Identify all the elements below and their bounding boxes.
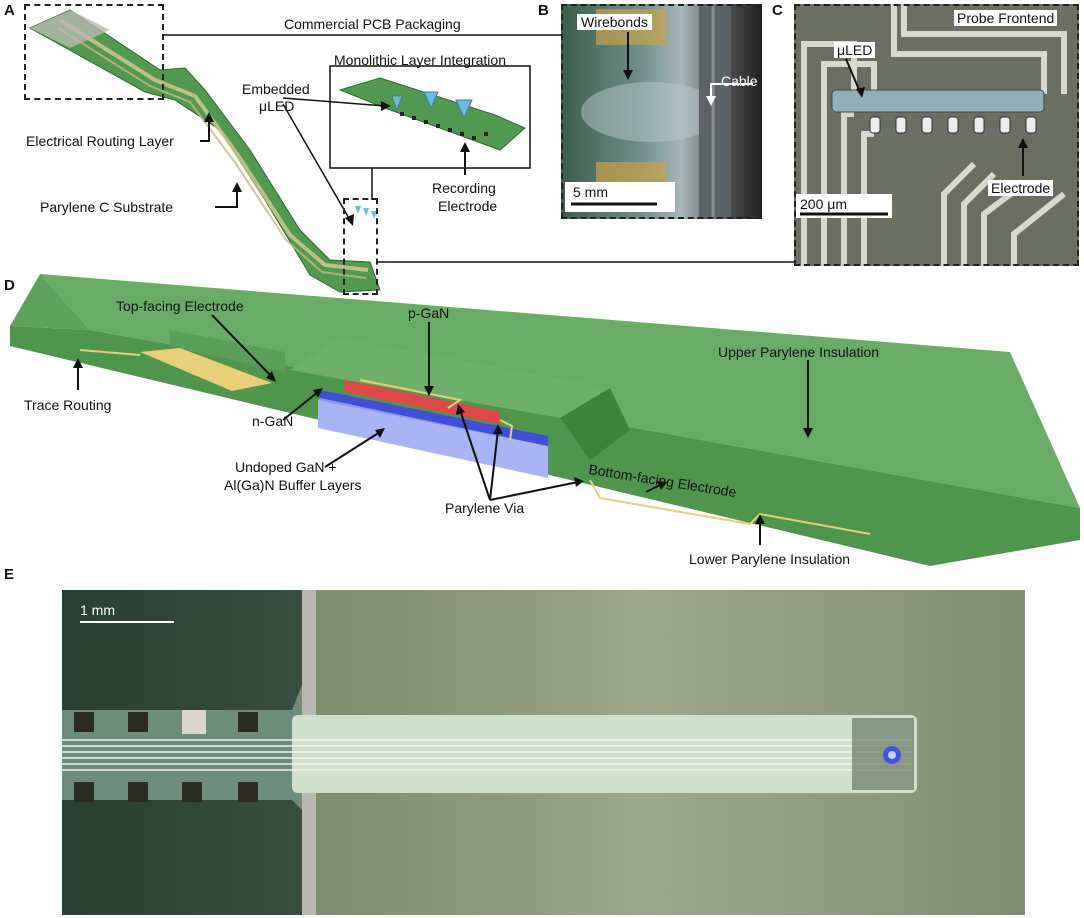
label-packaging: Commercial PCB Packaging (284, 16, 461, 32)
label-substrate: Parylene C Substrate (40, 199, 174, 215)
panel-label-e: E (4, 566, 15, 583)
dashed-box-tip (343, 198, 378, 295)
uled-housing-top (290, 338, 610, 418)
label-wirebonds: Wirebonds (577, 14, 652, 30)
label-embedded-2: μLED (259, 98, 295, 114)
dashed-box-pcb (24, 4, 164, 100)
label-undoped-1: Undoped GaN + (235, 459, 337, 475)
photo-c-frontend: Probe Frontend μLED Electrode 200 μm (794, 4, 1079, 266)
label-electrode-c: Electrode (988, 180, 1054, 196)
panel-label-d: D (4, 277, 15, 294)
undoped-gan-layer (318, 400, 548, 478)
label-frontend: Probe Frontend (954, 10, 1058, 26)
label-cable: Cable (721, 73, 758, 89)
label-top-electrode: Top-facing Electrode (116, 298, 244, 314)
trace-routing (79, 349, 141, 356)
label-upper-insulation: Upper Parylene Insulation (718, 344, 880, 360)
panel-label-c: C (772, 2, 783, 19)
inset-electrodes (400, 112, 488, 140)
inset-uled-cones (391, 91, 473, 120)
label-scale-b: 5 mm (573, 184, 608, 200)
label-recording-2: Electrode (438, 198, 498, 214)
label-scale-e: 1 mm (80, 602, 115, 618)
dashed-border-c (794, 4, 1079, 266)
label-embedded-1: Embedded (242, 81, 310, 97)
label-parylene-via: Parylene Via (445, 500, 525, 516)
label-scale-c: 200 μm (800, 196, 847, 212)
label-undoped-2: Al(Ga)N Buffer Layers (224, 477, 362, 493)
panel-label-b: B (538, 2, 549, 19)
label-recording-1: Recording (432, 180, 496, 196)
label-uled-c: μLED (834, 42, 876, 58)
photo-e-probe: 1 mm (62, 590, 1025, 915)
top-electrode-pad (140, 348, 272, 391)
frontend-details (796, 4, 1067, 266)
panel-d-illustration (10, 274, 1080, 566)
photo-b-pcb: Wirebonds Cable 5 mm (561, 4, 762, 219)
label-trace-routing: Trace Routing (24, 397, 112, 413)
panel-label-a: A (4, 2, 15, 19)
dashed-border-b (561, 4, 762, 219)
label-integration: Monolithic Layer Integration (334, 52, 506, 68)
label-routing: Electrical Routing Layer (26, 133, 174, 149)
bottom-electrode-trace (589, 479, 871, 535)
leader-routing (200, 118, 210, 142)
label-p-gan: p-GaN (408, 305, 450, 321)
label-n-gan: n-GaN (252, 413, 294, 429)
probe-photo-details (62, 590, 917, 915)
label-lower-insulation: Lower Parylene Insulation (689, 551, 851, 567)
n-gan-layer (320, 390, 548, 446)
uled-housing-right (560, 388, 630, 460)
routing-traces (58, 18, 369, 272)
leader-substrate (215, 188, 238, 208)
